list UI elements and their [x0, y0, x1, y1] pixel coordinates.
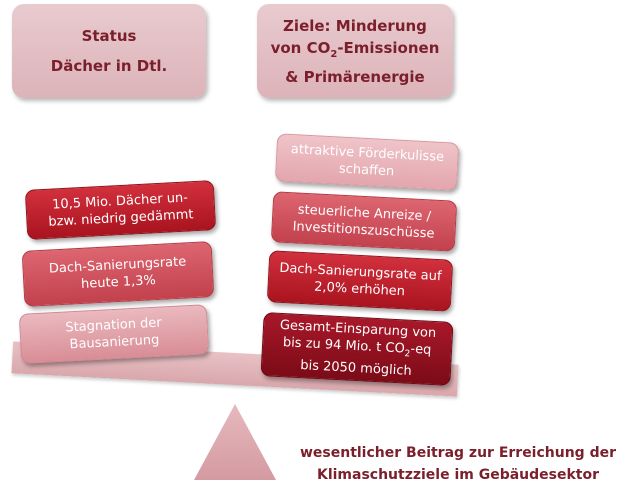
goals-line2: von CO2-Emissionen: [270, 38, 440, 60]
seesaw-fulcrum: [194, 404, 276, 480]
right-item-total-savings: Gesamt-Einsparung von bis zu 94 Mio. t C…: [260, 312, 454, 386]
left-item-insulation: 10,5 Mio. Dächer un- bzw. niedrig gedämm…: [24, 180, 217, 240]
status-box: Status Dächer in Dtl.: [12, 4, 206, 98]
right-item-target-rate: Dach-Sanierungsrate auf 2,0% erhöhen: [266, 250, 454, 312]
right-item-funding: attraktive Förderkulisse schaffen: [274, 133, 460, 191]
summary-text: wesentlicher Beitrag zur Erreichung der …: [299, 445, 617, 483]
goals-line3: & Primärenergie: [285, 67, 425, 86]
left-item-renovation-rate: Dach-Sanierungsrate heute 1,3%: [21, 241, 215, 307]
status-title: Status: [81, 27, 137, 45]
status-subtitle: Dächer in Dtl.: [50, 57, 168, 75]
goals-line1: Ziele: Minderung: [283, 16, 427, 35]
left-item-stagnation: Stagnation der Bausanierung: [18, 304, 210, 364]
right-item-tax-incentives: steuerliche Anreize / Investitionszuschü…: [270, 191, 458, 252]
goals-box: Ziele: Minderung von CO2-Emissionen & Pr…: [257, 4, 453, 98]
